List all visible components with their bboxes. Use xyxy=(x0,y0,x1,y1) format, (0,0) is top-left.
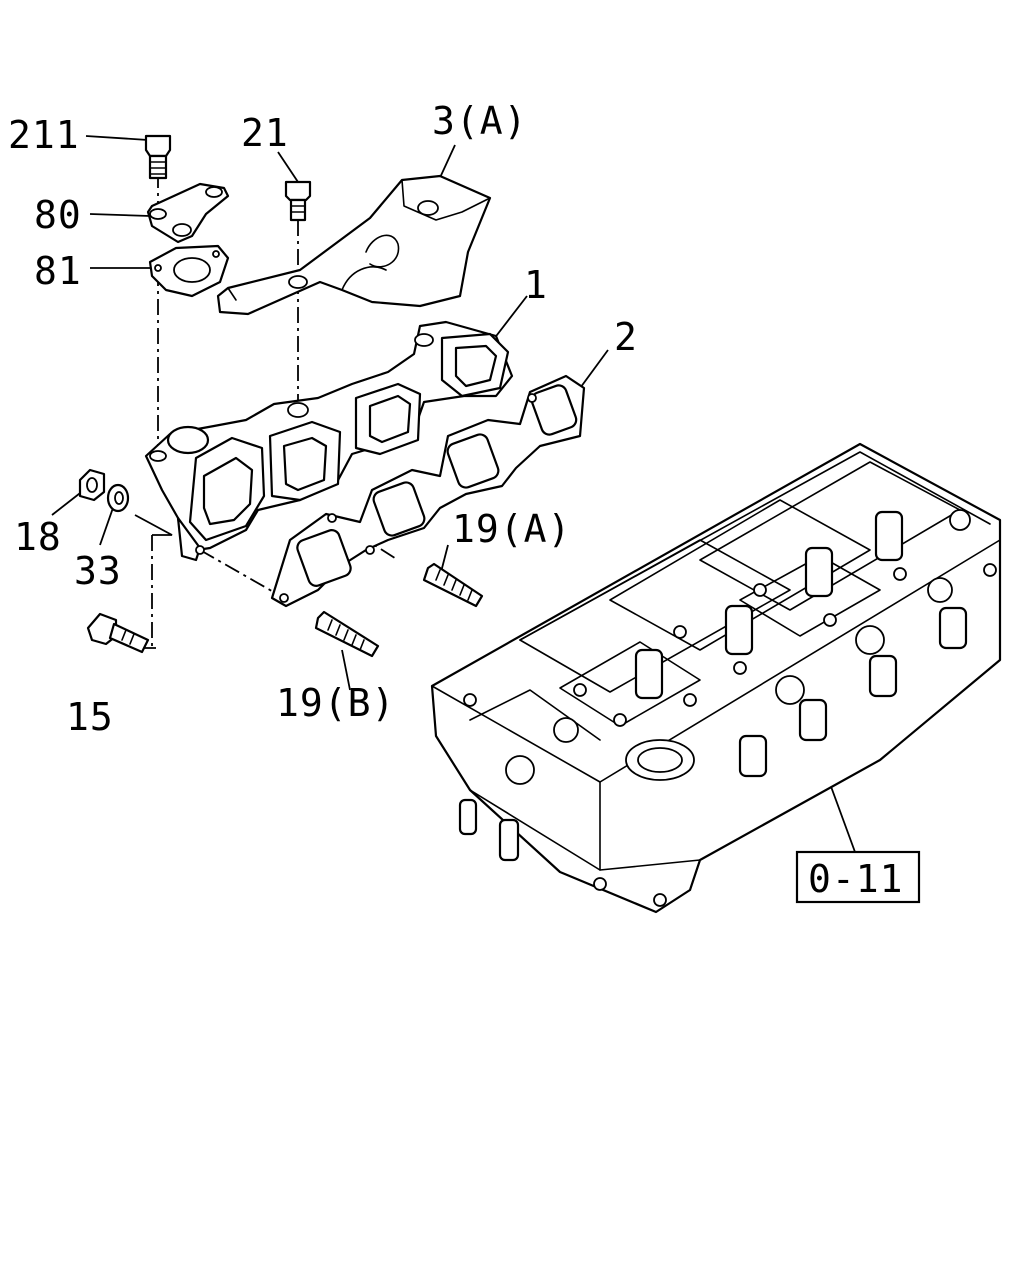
nut-18 xyxy=(78,468,106,502)
reference-label: 0-11 xyxy=(808,857,904,901)
callout-19a: 19(A) xyxy=(452,507,571,551)
callout-2: 2 xyxy=(614,315,638,359)
callout-1: 1 xyxy=(524,263,548,307)
bolt-211 xyxy=(144,134,172,180)
bolt-15 xyxy=(86,612,150,654)
callout-211: 211 xyxy=(8,113,80,157)
reference-box xyxy=(795,850,921,904)
exhaust-gasket-2 xyxy=(270,374,586,608)
heat-shield-3a xyxy=(216,174,492,316)
exhaust-manifold-1 xyxy=(144,320,514,562)
callout-15: 15 xyxy=(66,695,114,739)
callout-18: 18 xyxy=(14,515,62,559)
callout-81: 81 xyxy=(34,249,82,293)
callout-19b: 19(B) xyxy=(276,681,395,725)
gasket-81 xyxy=(148,244,230,298)
callout-33: 33 xyxy=(74,549,122,593)
callout-80: 80 xyxy=(34,193,82,237)
stud-19b xyxy=(314,610,380,658)
stud-19a xyxy=(422,562,484,608)
callout-21: 21 xyxy=(241,111,289,155)
bolt-21 xyxy=(284,180,312,222)
callout-3a: 3(A) xyxy=(432,99,528,143)
washer-33 xyxy=(106,483,130,513)
bracket-80 xyxy=(146,182,230,244)
cylinder-head xyxy=(430,442,1002,914)
